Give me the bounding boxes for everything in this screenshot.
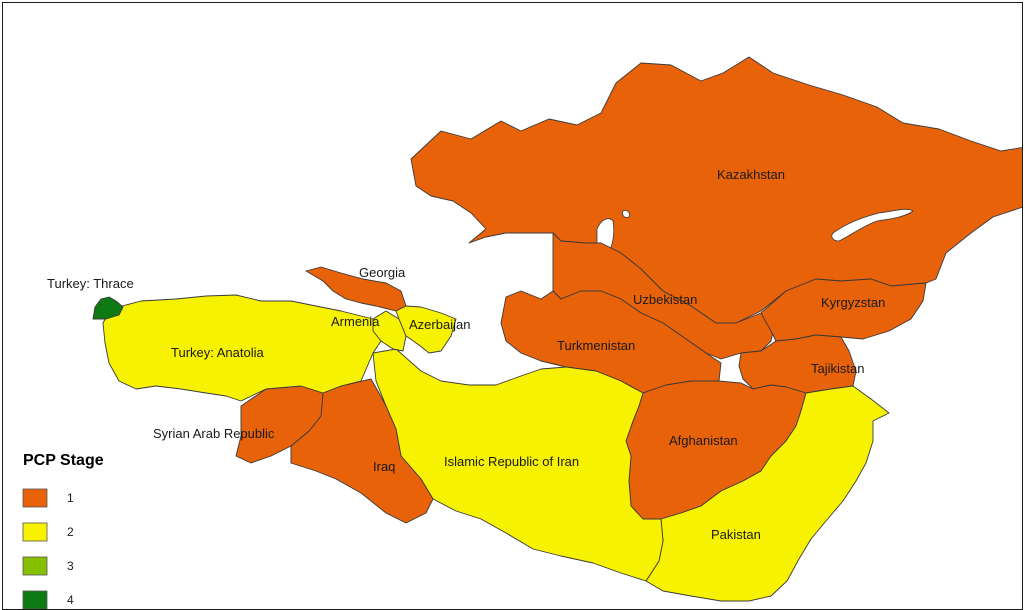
lake-balkhash xyxy=(831,208,914,242)
label-georgia: Georgia xyxy=(359,265,406,280)
label-kazakhstan: Kazakhstan xyxy=(717,167,785,182)
legend-label-1: 1 xyxy=(67,491,74,505)
label-iraq: Iraq xyxy=(373,459,395,474)
region-pakistan[interactable] xyxy=(645,385,890,602)
region-kazakhstan[interactable] xyxy=(410,56,1023,324)
region-turkmenistan[interactable] xyxy=(500,290,722,394)
region-turkey-anatolia[interactable] xyxy=(102,294,387,402)
label-tajikistan: Tajikistan xyxy=(811,361,864,376)
label-syria: Syrian Arab Republic xyxy=(153,426,275,441)
region-armenia[interactable] xyxy=(372,310,407,352)
label-uzbekistan: Uzbekistan xyxy=(633,292,697,307)
region-azerbaijan[interactable] xyxy=(395,305,457,354)
label-afghanistan: Afghanistan xyxy=(669,433,738,448)
label-turkey-anatolia: Turkey: Anatolia xyxy=(171,345,265,360)
legend-swatch-2 xyxy=(22,522,48,542)
label-pakistan: Pakistan xyxy=(711,527,761,542)
legend-label-2: 2 xyxy=(67,525,74,539)
legend-label-4: 4 xyxy=(67,593,74,607)
legend-swatch-3 xyxy=(22,556,48,576)
region-turkey-thrace[interactable] xyxy=(92,296,124,320)
label-azerbaijan: Azerbaijan xyxy=(409,317,470,332)
legend-title: PCP Stage xyxy=(23,452,104,469)
label-armenia: Armenia xyxy=(331,314,380,329)
lake-aral-small xyxy=(622,210,630,218)
legend-label-3: 3 xyxy=(67,559,74,573)
legend: PCP Stage 1 2 3 4 xyxy=(22,452,104,609)
legend-swatch-1 xyxy=(22,488,48,508)
label-iran: Islamic Republic of Iran xyxy=(444,454,579,469)
label-turkmenistan: Turkmenistan xyxy=(557,338,635,353)
legend-swatch-4 xyxy=(22,590,48,609)
label-kyrgyzstan: Kyrgyzstan xyxy=(821,295,885,310)
region-iraq[interactable] xyxy=(290,378,434,524)
label-turkey-thrace: Turkey: Thrace xyxy=(47,276,134,291)
